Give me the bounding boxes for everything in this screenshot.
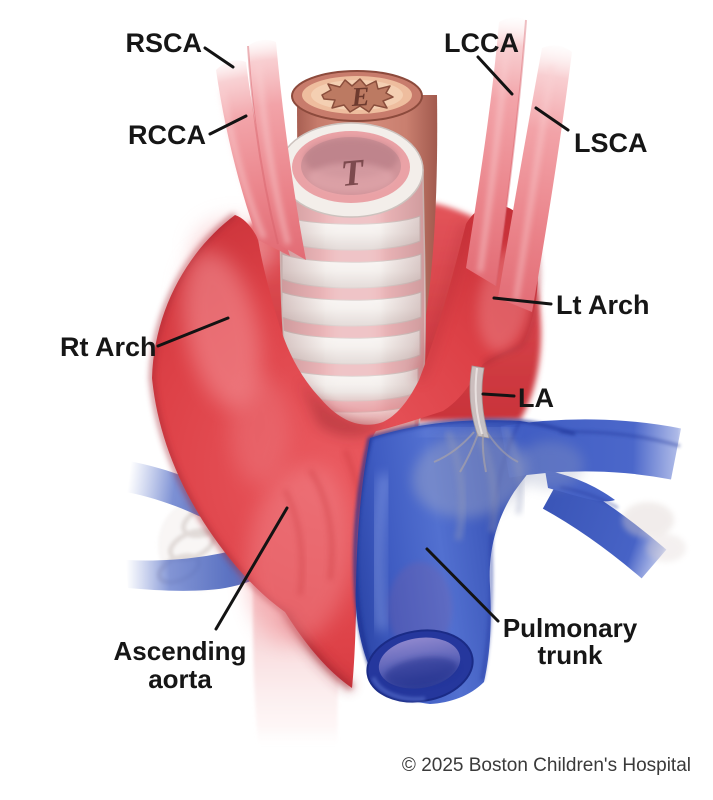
- label-la: LA: [518, 383, 554, 413]
- leader-lines: [156, 46, 570, 631]
- rt-arch-leader-line: [156, 316, 230, 348]
- esophagus-cut-face: E: [291, 70, 423, 122]
- trachea-cut-face: T: [278, 122, 424, 218]
- arch-branch-vessels: [216, 17, 572, 312]
- ascending-aorta-leader-line: [214, 506, 289, 631]
- copyright-credit: © 2025 Boston Children's Hospital: [402, 755, 691, 776]
- left-pulmonary-artery-lower: [542, 475, 667, 579]
- trachea-letter: T: [339, 152, 366, 195]
- pulmonary-trunk-opening: [366, 629, 474, 703]
- right-hilar-tissue: [622, 502, 686, 562]
- esophagus-lumen: [321, 78, 394, 113]
- label-lt-arch: Lt Arch: [556, 290, 650, 320]
- pulmonary-trunk-leader-line: [425, 547, 500, 623]
- rcca-leader-line: [208, 114, 248, 136]
- ligamentum-arteriosum: [433, 365, 519, 473]
- label-rt-arch: Rt Arch: [60, 332, 157, 362]
- label-rcca: RCCA: [128, 120, 206, 150]
- lsca-leader-line: [534, 106, 570, 132]
- label-ascending-aorta-line2: aorta: [148, 664, 212, 694]
- la-leader-line: [481, 392, 516, 398]
- lt-arch-leader-line: [492, 296, 553, 306]
- labels: RSCA RCCA LCCA LSCA Rt Arch Lt Arch LA A…: [60, 28, 650, 694]
- lcca-leader-line: [476, 55, 514, 96]
- rsca-leader-line: [203, 46, 235, 69]
- double-aortic-arch: [148, 204, 541, 693]
- label-ascending-aorta-line1: Ascending: [114, 636, 247, 666]
- label-lcca: LCCA: [444, 28, 519, 58]
- bronchus-through-vessel: [412, 426, 584, 541]
- label-pulmonary-trunk-line2: trunk: [538, 640, 604, 670]
- esophagus-letter: E: [350, 81, 371, 112]
- label-lsca: LSCA: [574, 128, 648, 158]
- pulmonary-trunk: [353, 418, 681, 704]
- label-pulmonary-trunk-line1: Pulmonary: [503, 613, 638, 643]
- label-rsca: RSCA: [125, 28, 202, 58]
